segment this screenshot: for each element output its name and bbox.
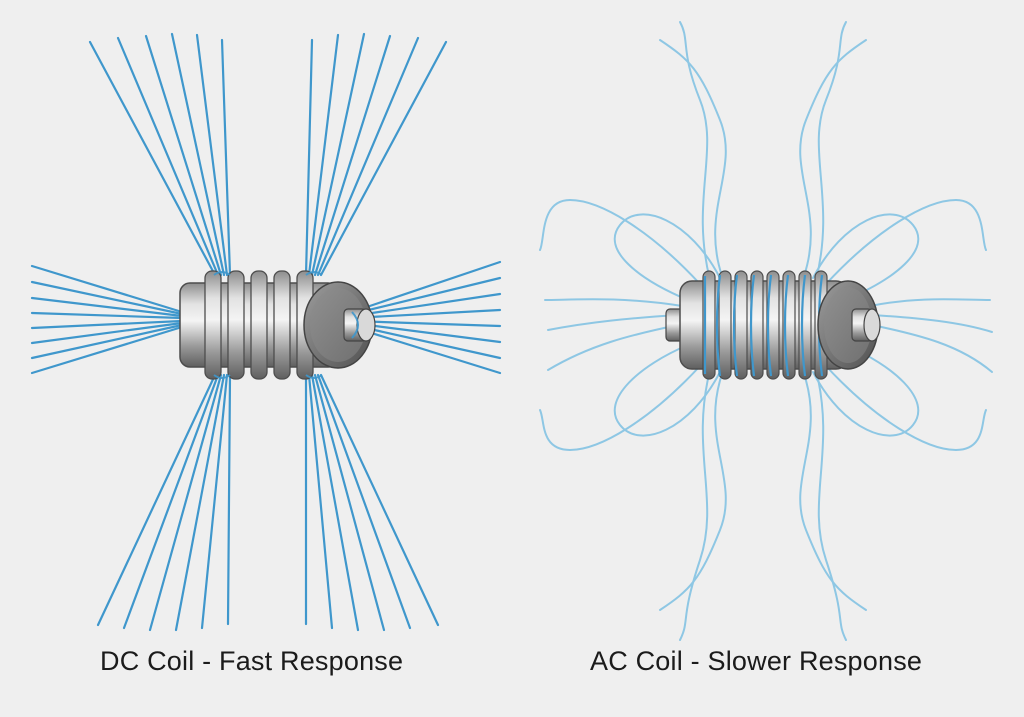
dc-coil-caption: DC Coil - Fast Response <box>100 646 404 676</box>
ac-coil <box>665 270 881 380</box>
dc-panel <box>30 32 502 632</box>
ac-panel <box>539 21 993 641</box>
dc-coil <box>179 270 376 380</box>
ac-coil-caption: AC Coil - Slower Response <box>590 646 923 676</box>
ac-field-lines <box>539 21 993 641</box>
dc-field-lines <box>30 32 502 632</box>
